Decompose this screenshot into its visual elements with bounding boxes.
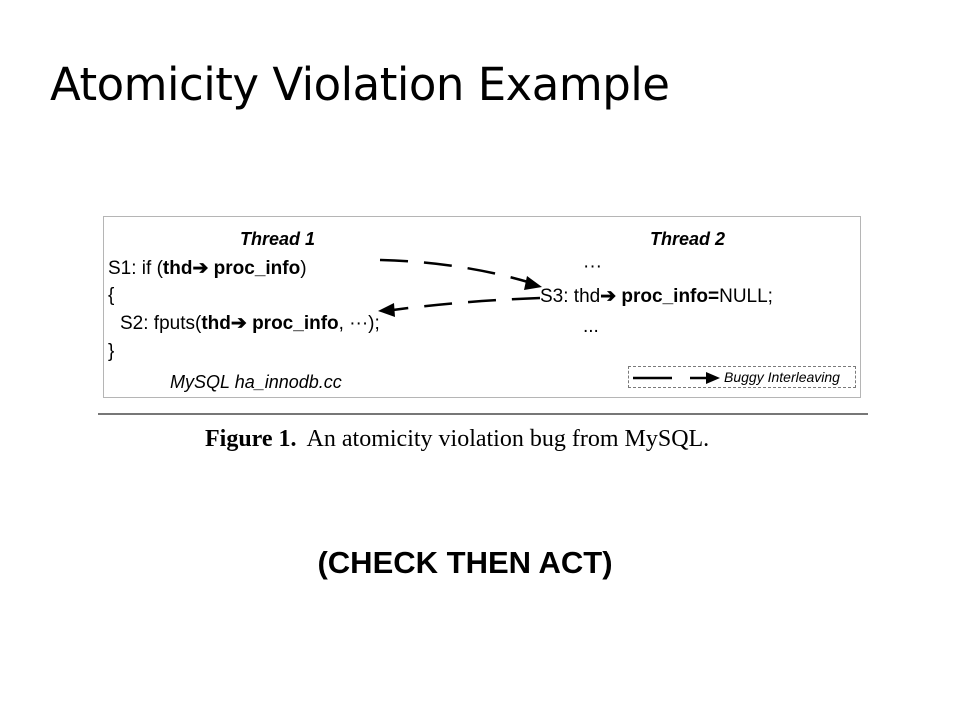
s1-suffix: ) — [300, 258, 307, 279]
source-file-label: MySQL ha_innodb.cc — [170, 372, 342, 392]
code-line-s1: S1: if (thd➔ proc_info) — [108, 258, 307, 280]
thread2-dots-bottom: ... — [583, 316, 599, 337]
arrow-icon: ➔ — [600, 286, 617, 307]
arrow-head-s3 — [524, 276, 542, 290]
legend-box — [628, 366, 856, 388]
s2-field: proc_info — [246, 313, 339, 334]
slide-title: Atomicity Violation Example — [50, 58, 670, 111]
open-brace: { — [108, 285, 115, 306]
thread1-header: Thread 1 — [240, 229, 316, 249]
close-brace: } — [108, 341, 115, 362]
s2-prefix: S2: fputs( — [120, 313, 202, 334]
s1-field: proc_info — [208, 258, 301, 279]
code-line-s3: S3: thd➔ proc_info=NULL; — [540, 286, 773, 308]
arrow-s3-to-s2 — [392, 296, 541, 312]
s3-prefix: S3: thd — [540, 286, 601, 307]
legend-label: Buggy Interleaving — [724, 369, 840, 385]
thread2-header: Thread 2 — [650, 229, 726, 249]
arrow-icon: ➔ — [230, 313, 247, 334]
s3-equals: = — [707, 286, 720, 307]
caption-text: An atomicity violation bug from MySQL. — [306, 426, 710, 452]
s3-value: NULL; — [719, 286, 773, 307]
s1-prefix: S1: if ( — [108, 258, 163, 279]
figure-divider — [98, 413, 868, 415]
code-line-s2: S2: fputs(thd➔ proc_info, ···); — [120, 313, 380, 335]
arrow-s1-to-s3 — [379, 258, 529, 284]
s3-field: proc_info — [616, 286, 708, 307]
legend-arrow-head — [706, 372, 720, 384]
figure-caption: Figure 1. An atomicity violation bug from… — [205, 426, 709, 453]
arrow-head-s2 — [378, 303, 395, 317]
code-figure-box — [103, 216, 861, 398]
thread2-dots-top: ··· — [583, 256, 602, 277]
s1-thd: thd — [162, 258, 193, 279]
s2-thd: thd — [201, 313, 231, 334]
caption-label: Figure 1. — [205, 426, 297, 452]
arrow-icon: ➔ — [192, 258, 209, 279]
slide-subtitle: (CHECK THEN ACT) — [317, 545, 613, 580]
s2-suffix: , ···); — [338, 313, 380, 334]
